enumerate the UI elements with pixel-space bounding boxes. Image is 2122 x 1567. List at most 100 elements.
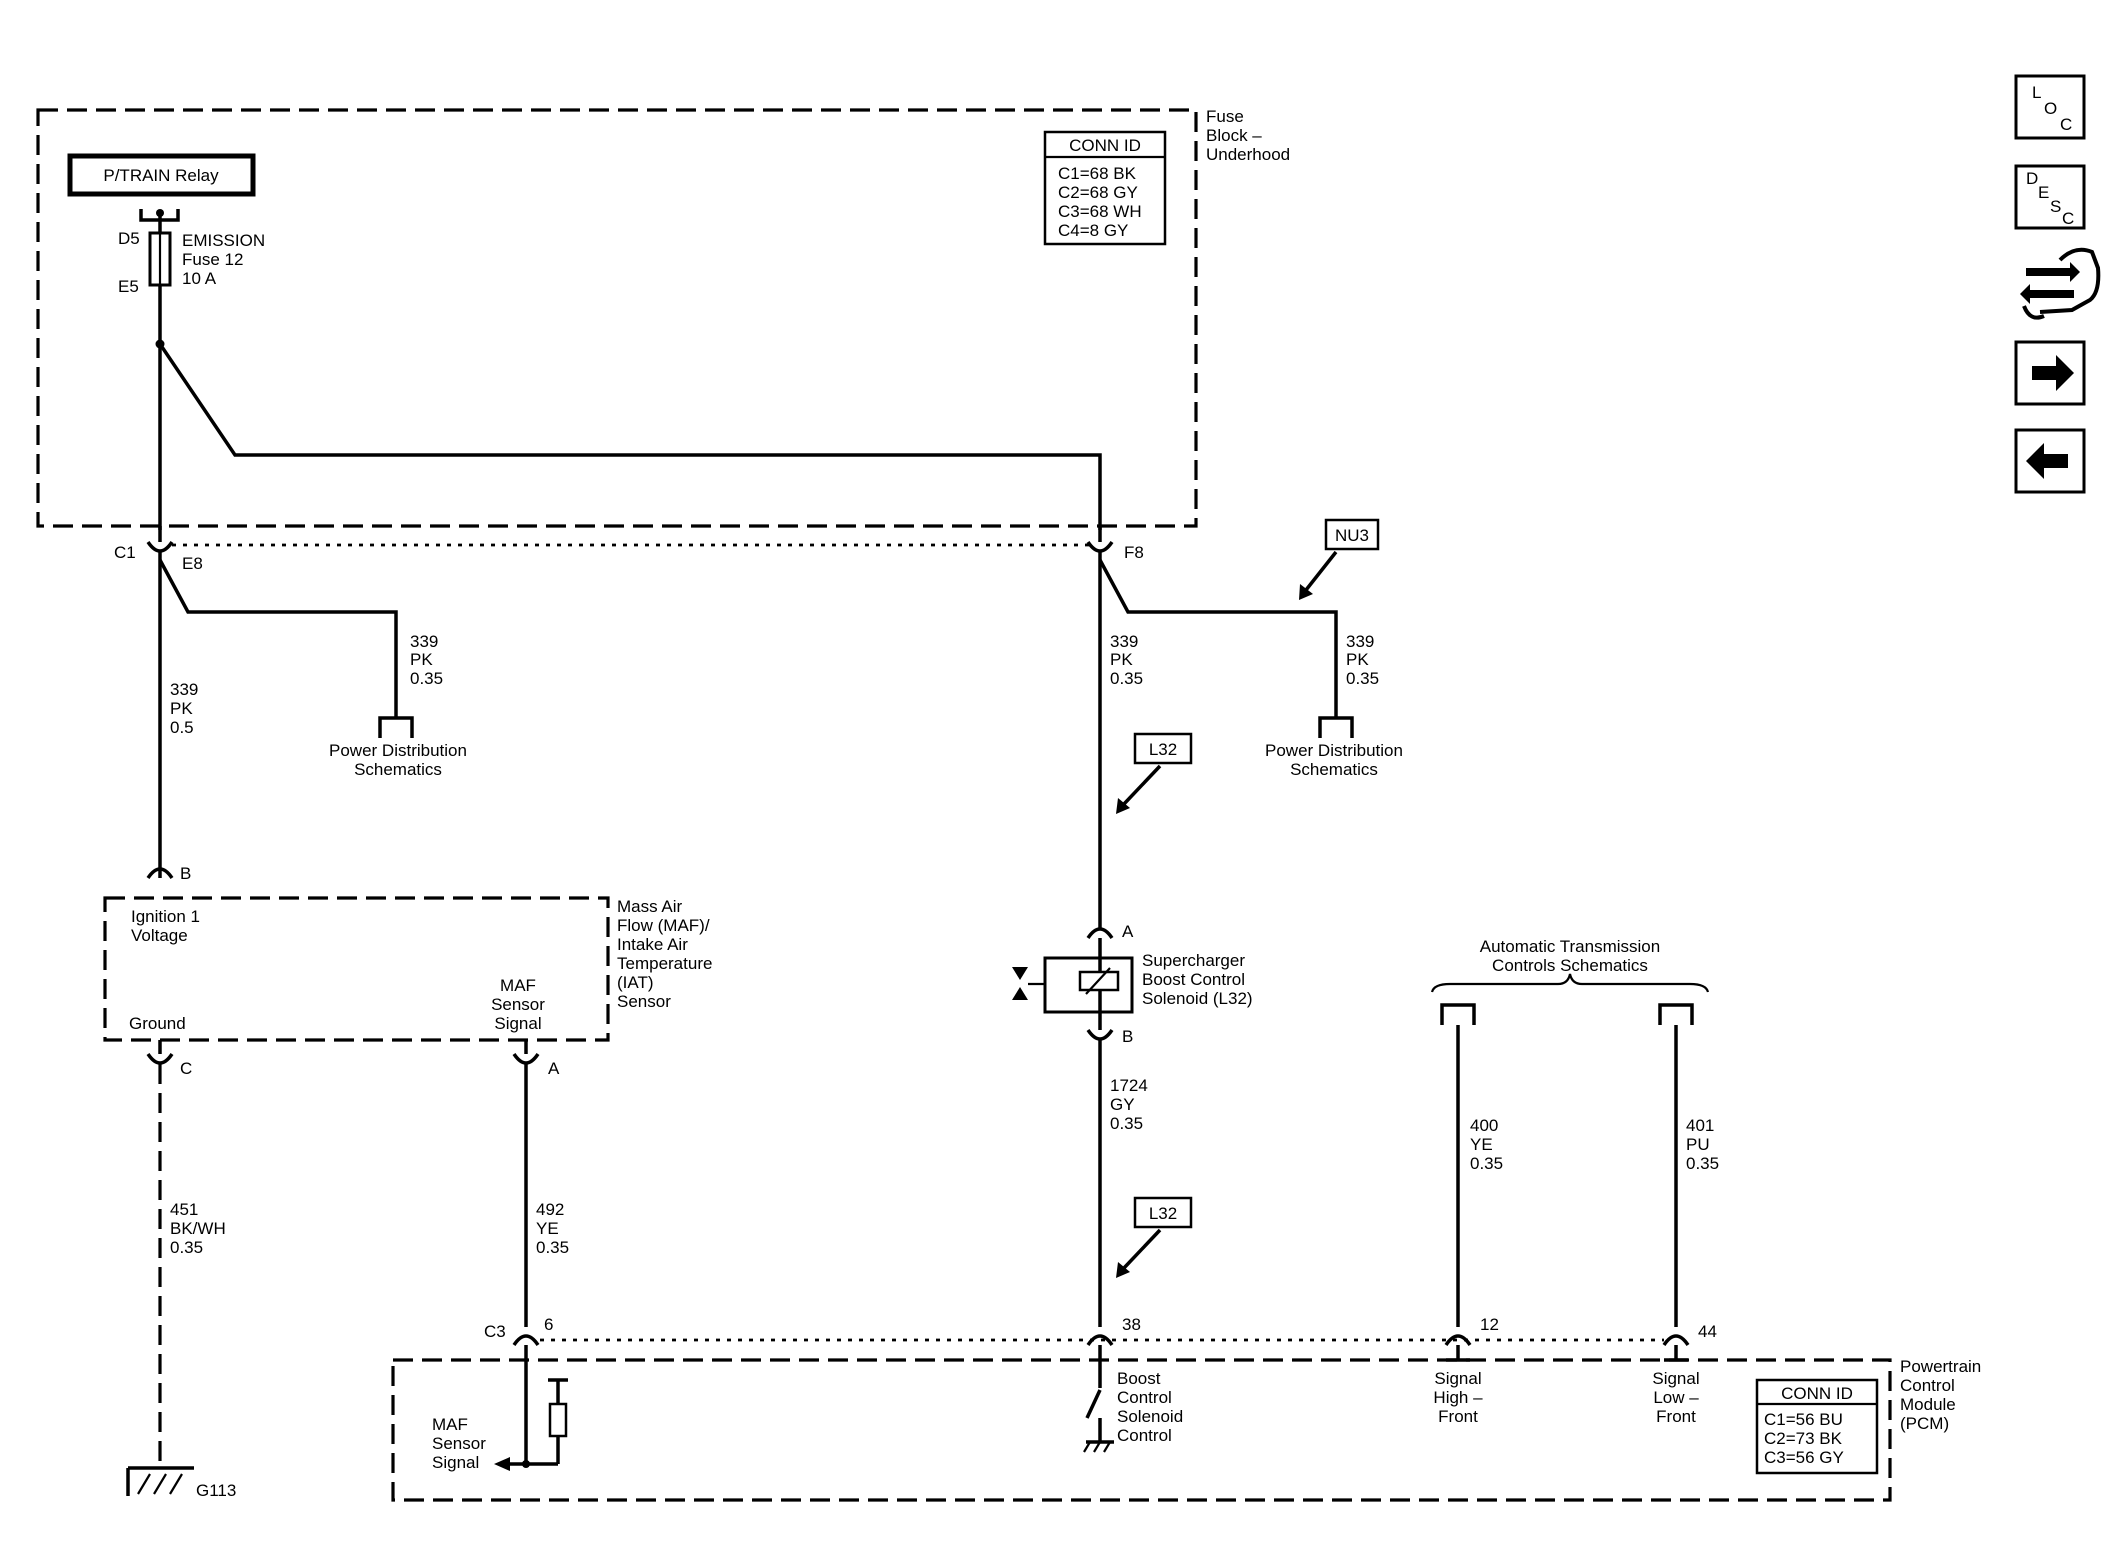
power-distribution-left-2[interactable]: Schematics (354, 760, 442, 779)
signal-high-2: High – (1433, 1388, 1483, 1407)
conn-id-heading: CONN ID (1069, 136, 1141, 155)
pcm-title-1: Powertrain (1900, 1357, 1981, 1376)
pcm-pin-12-label: 12 (1480, 1315, 1499, 1334)
wire-339-maf-1: 339 (170, 680, 198, 699)
maf-pin-b-label: B (180, 864, 191, 883)
wire-1724-1: 1724 (1110, 1076, 1148, 1095)
pcm-signal-high: Signal High – Front (1433, 1358, 1483, 1426)
maf-iat-sensor: B Ignition 1 Voltage Ground MAF Sensor S… (103, 864, 712, 1078)
maf-pin-a-label: A (548, 1059, 560, 1078)
atc-connector-right (1658, 1003, 1694, 1025)
pin-f8: F8 (1086, 526, 1144, 928)
fuse-label-1: EMISSION (182, 231, 265, 250)
previous-page-button[interactable] (2014, 428, 2086, 494)
wire-339-left-pd-1: 339 (410, 632, 438, 651)
atc-brace (1430, 973, 1710, 993)
signal-low-2: Low – (1653, 1388, 1699, 1407)
connector-c1-label: C1 (114, 543, 136, 562)
maf-title-2: Flow (MAF)/ (617, 916, 710, 935)
ground-g113-label: G113 (196, 1481, 236, 1500)
power-distribution-left-1[interactable]: Power Distribution (329, 741, 467, 760)
supercharger-boost-solenoid: A B Supercharger Boost Control Solenoid … (1012, 922, 1253, 1046)
wire-451-2: BK/WH (170, 1219, 226, 1238)
solenoid-pin-b-label: B (1122, 1027, 1133, 1046)
wire-1724-3: 0.35 (1110, 1114, 1143, 1133)
signal-high-3: Front (1438, 1407, 1478, 1426)
atc-label-2[interactable]: Controls Schematics (1492, 956, 1648, 975)
svg-text:S: S (2050, 197, 2061, 216)
wire-401-3: 0.35 (1686, 1154, 1719, 1173)
fuse-block-title-3: Underhood (1206, 145, 1290, 164)
wire-451-1: 451 (170, 1200, 198, 1219)
wire-339-left-pd-3: 0.35 (410, 669, 443, 688)
atc-connector-left (1440, 1003, 1476, 1025)
pcm-outline (391, 1358, 1892, 1502)
automatic-transmission-schematics[interactable]: Automatic Transmission Controls Schemati… (1430, 937, 1710, 993)
maf-title-4: Temperature (617, 954, 712, 973)
fuse-pin-e5: E5 (118, 277, 139, 296)
svg-text:E: E (2038, 183, 2049, 202)
power-distribution-right-2[interactable]: Schematics (1290, 760, 1378, 779)
boost-control-2: Control (1117, 1388, 1172, 1407)
fuse-block-conn-id: CONN ID C1=68 BK C2=68 GY C3=68 WH C4=8 … (1043, 130, 1167, 246)
wire-339-solenoid-1: 339 (1110, 632, 1138, 651)
signal-low-1: Signal (1652, 1369, 1699, 1388)
maf-title-3: Intake Air (617, 935, 688, 954)
ptrain-relay: P/TRAIN Relay (67, 153, 256, 197)
option-tag-l32-upper: L32 (1116, 732, 1193, 814)
atc-label-1[interactable]: Automatic Transmission (1480, 937, 1660, 956)
pcm-boost-control-driver: Boost Control Solenoid Control (1083, 1360, 1183, 1453)
wire-400-2: YE (1470, 1135, 1493, 1154)
fuse-block-outline (36, 108, 1198, 528)
maf-title-1: Mass Air (617, 897, 683, 916)
solenoid-label-1: Supercharger (1142, 951, 1245, 970)
solenoid-label-3: Solenoid (L32) (1142, 989, 1253, 1008)
boost-control-4: Control (1117, 1426, 1172, 1445)
solenoid-label-2: Boost Control (1142, 970, 1245, 989)
left-pd-connector (378, 716, 414, 738)
wire-339-right-pd-2: PK (1346, 650, 1369, 669)
fuse-pin-d5: D5 (118, 229, 140, 248)
svg-text:C: C (2062, 209, 2074, 228)
pcm-conn-id-row: C3=56 GY (1764, 1448, 1844, 1467)
connector-c3-label: C3 (484, 1322, 506, 1341)
arrow-left-icon (2026, 443, 2068, 479)
wire-492-3: 0.35 (536, 1238, 569, 1257)
ground-g113: G113 (126, 1466, 236, 1500)
location-button[interactable]: L O C (2014, 74, 2086, 140)
wire-339-left-pd-2: PK (410, 650, 433, 669)
maf-signal-label-3: Signal (494, 1014, 541, 1033)
pcm-maf-input: MAF Sensor Signal (432, 1360, 568, 1472)
fuse-label-2: Fuse 12 (182, 250, 243, 269)
svg-text:O: O (2044, 99, 2057, 118)
pcm-conn-id-row: C1=56 BU (1764, 1410, 1843, 1429)
wire-401-1: 401 (1686, 1116, 1714, 1135)
solenoid-pin-a-label: A (1122, 922, 1134, 941)
emission-fuse: D5 E5 EMISSION Fuse 12 10 A (118, 209, 265, 296)
wire-400-1: 400 (1470, 1116, 1498, 1135)
pcm-signal-low: Signal Low – Front (1652, 1358, 1700, 1426)
right-pd-branch-wire (1098, 559, 1338, 718)
wire-1724-2: GY (1110, 1095, 1135, 1114)
conn-id-row: C1=68 BK (1058, 164, 1137, 183)
pcm-maf-signal-2: Sensor (432, 1434, 486, 1453)
pcm-conn-id: CONN ID C1=56 BU C2=73 BK C3=56 GY (1755, 1378, 1879, 1475)
next-page-button[interactable] (2014, 340, 2086, 406)
power-distribution-right-1[interactable]: Power Distribution (1265, 741, 1403, 760)
boost-control-1: Boost (1117, 1369, 1161, 1388)
ptrain-relay-label: P/TRAIN Relay (103, 166, 219, 185)
connector-end-view-button[interactable] (2020, 247, 2101, 320)
pin-f8-label: F8 (1124, 543, 1144, 562)
conn-id-row: C2=68 GY (1058, 183, 1138, 202)
l32-upper-label: L32 (1149, 740, 1177, 759)
conn-id-row: C3=68 WH (1058, 202, 1142, 221)
maf-title-5: (IAT) (617, 973, 654, 992)
internal-branch-wire (158, 343, 1102, 530)
ignition-label-1: Ignition 1 (131, 907, 200, 926)
pcm-pin-6-label: 6 (544, 1315, 553, 1334)
wire-492-1: 492 (536, 1200, 564, 1219)
ground-label: Ground (129, 1014, 186, 1033)
arrow-right-icon (2032, 355, 2074, 391)
left-pd-branch-wire (158, 559, 398, 718)
description-button[interactable]: D E S C (2014, 164, 2086, 230)
